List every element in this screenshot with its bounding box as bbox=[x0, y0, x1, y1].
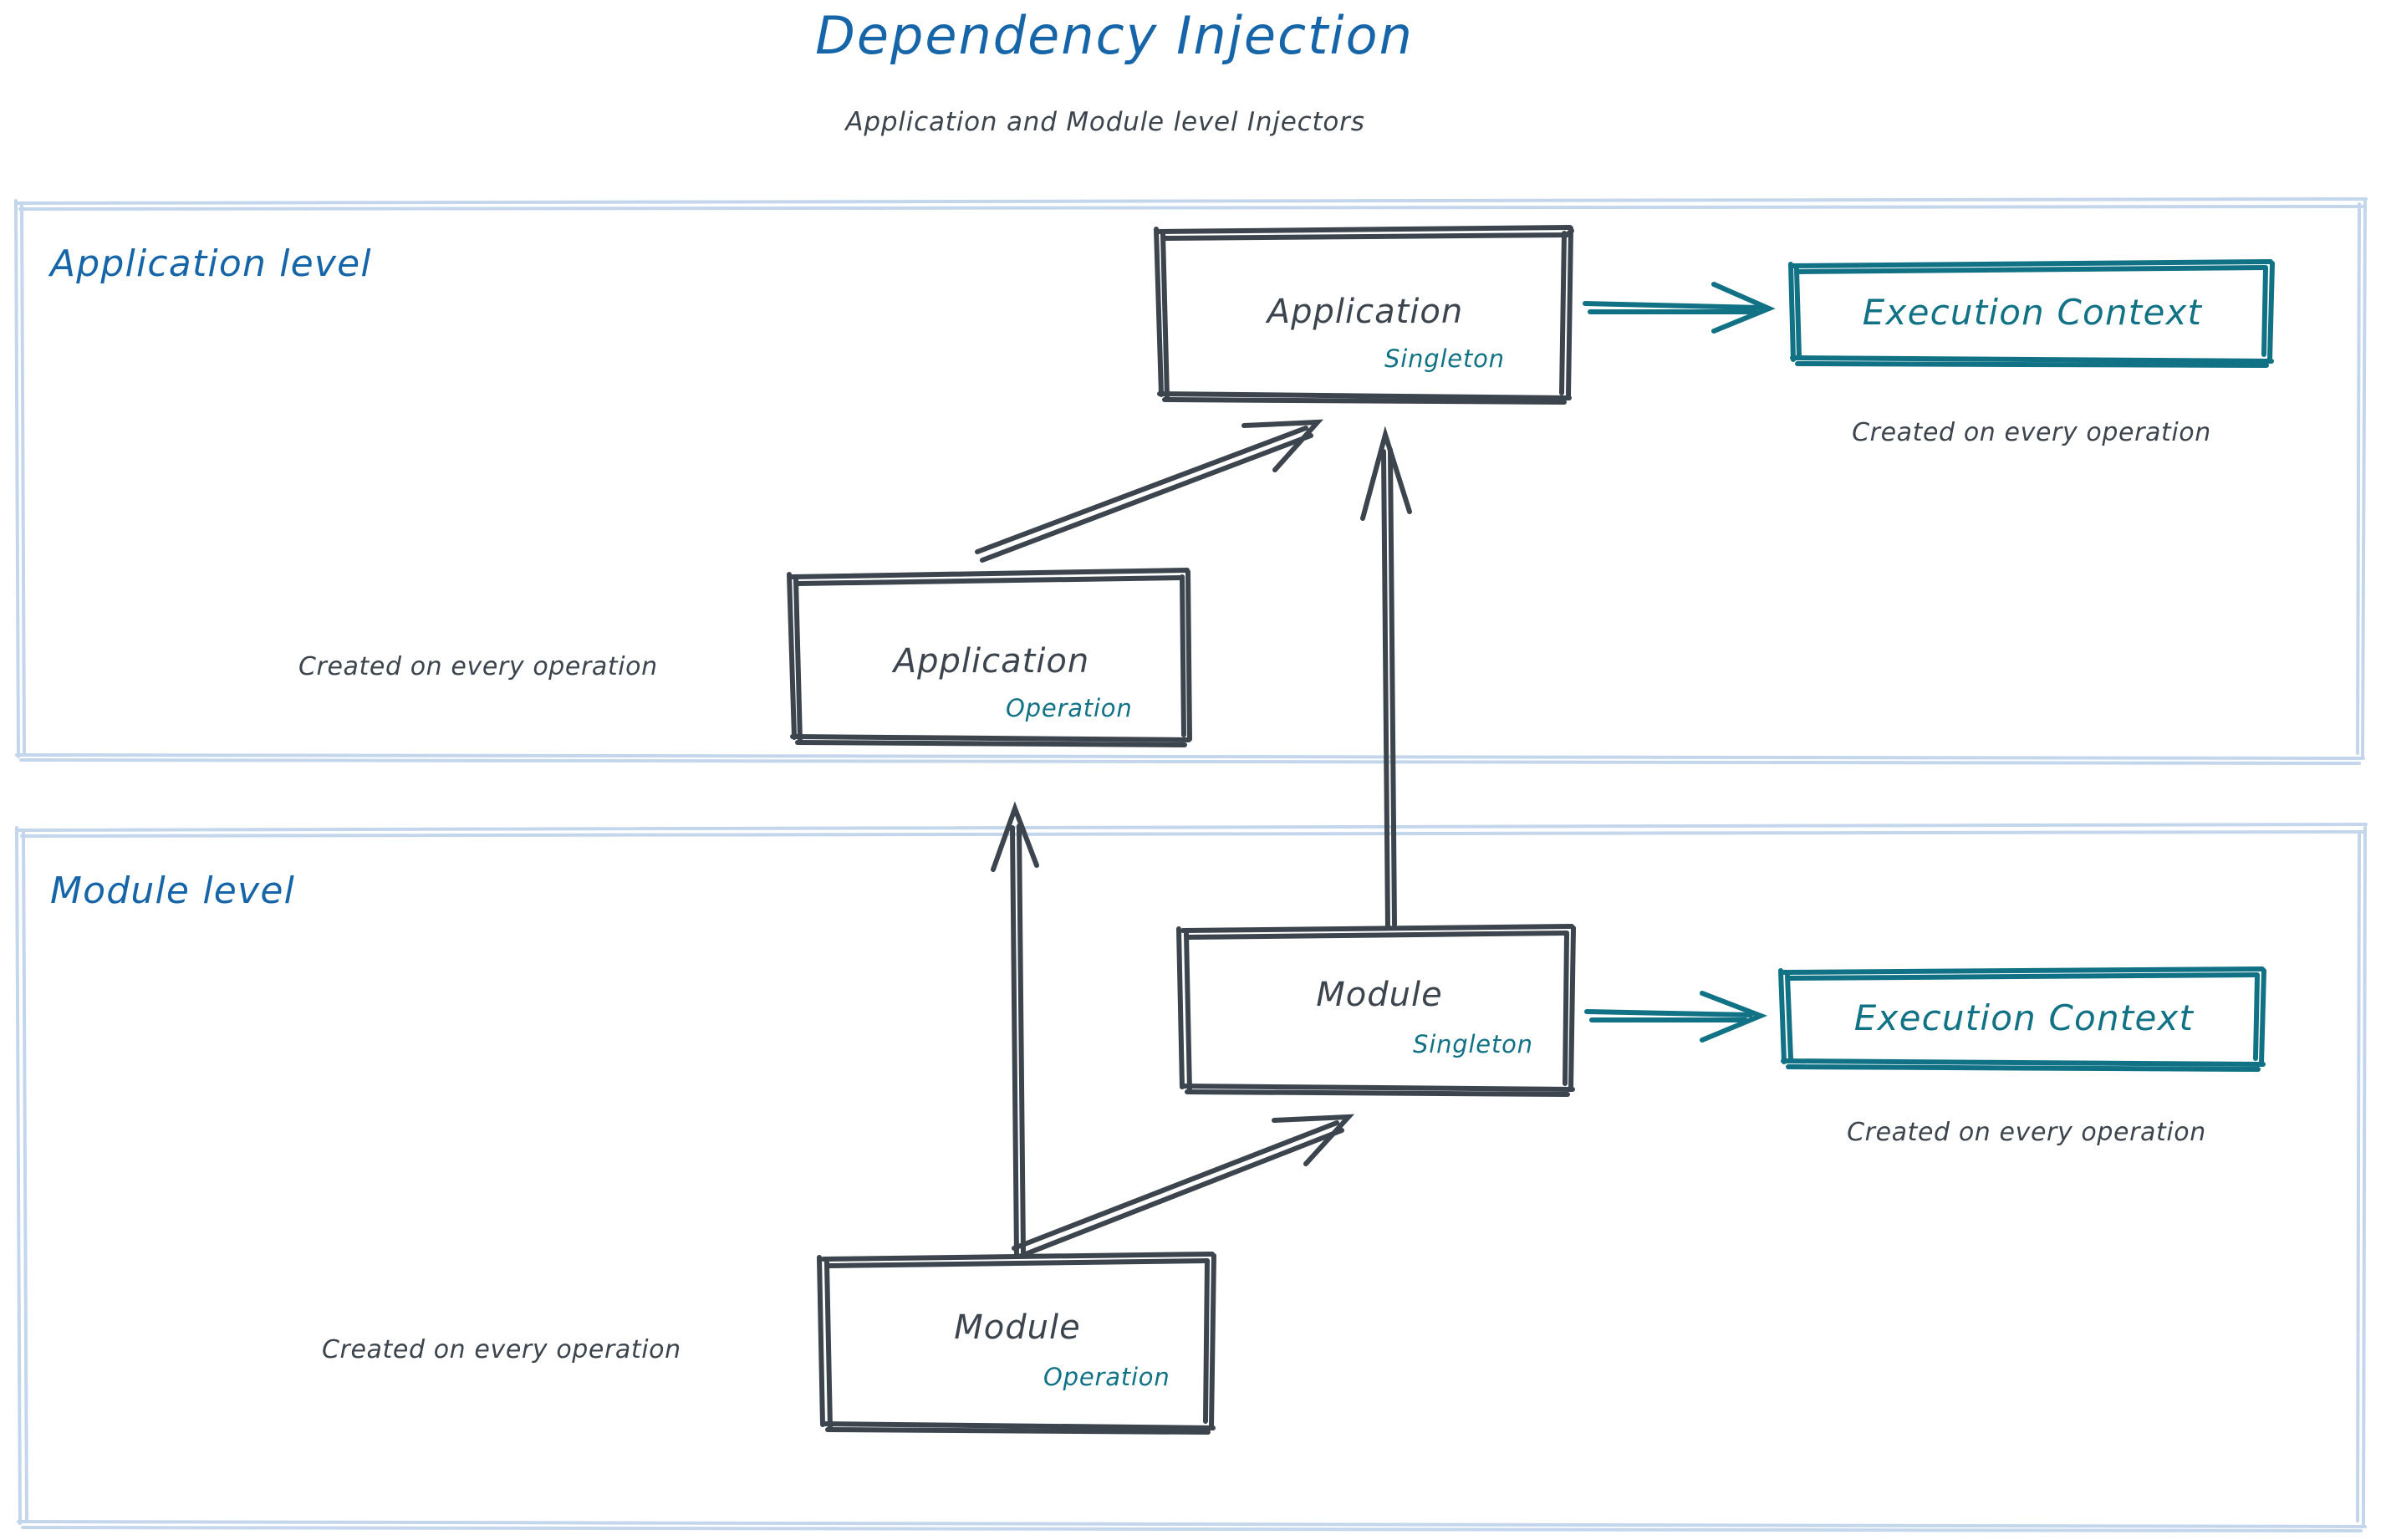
node-module-execution-context-shape[interactable] bbox=[1778, 966, 2266, 1072]
zone-label-application-level: Application level bbox=[50, 242, 372, 285]
page-title: Dependency Injection bbox=[815, 5, 1414, 66]
node-application-operation-title: Application bbox=[893, 642, 1090, 681]
node-application-singleton-shape[interactable] bbox=[1154, 225, 1574, 405]
edge-application-operation-to-singleton-shape bbox=[975, 419, 1323, 563]
caption-application-operation: Created on every operation bbox=[298, 652, 658, 681]
edge-application-to-execution-context-shape bbox=[1583, 282, 1776, 334]
node-application-singleton-title: Application bbox=[1267, 293, 1464, 331]
edge-module-operation-to-application-operation-shape bbox=[991, 801, 1039, 1259]
edge-module-operation-to-module-singleton-shape bbox=[1012, 1114, 1355, 1259]
edge-module-singleton-to-application-singleton-shape bbox=[1360, 426, 1412, 931]
node-module-operation-title: Module bbox=[954, 1308, 1081, 1347]
node-module-singleton-title: Module bbox=[1316, 976, 1443, 1014]
caption-application-execution-context: Created on every operation bbox=[1852, 418, 2211, 447]
node-application-execution-context-shape[interactable] bbox=[1788, 259, 2275, 368]
zone-module-level-border bbox=[15, 823, 2368, 1532]
node-module-singleton-scope: Singleton bbox=[1413, 1030, 1533, 1058]
node-application-execution-context-title: Execution Context bbox=[1862, 292, 2203, 333]
node-module-operation-scope: Operation bbox=[1043, 1363, 1170, 1391]
node-application-operation-scope: Operation bbox=[1006, 694, 1133, 722]
node-application-operation-shape[interactable] bbox=[787, 568, 1192, 747]
zone-label-module-level: Module level bbox=[50, 869, 296, 912]
node-application-singleton-scope: Singleton bbox=[1384, 344, 1505, 373]
page-subtitle: Application and Module level Injectors bbox=[845, 107, 1365, 137]
caption-module-operation: Created on every operation bbox=[322, 1335, 681, 1364]
edge-module-to-execution-context-shape bbox=[1584, 991, 1768, 1043]
node-module-execution-context-title: Execution Context bbox=[1853, 997, 2195, 1038]
zone-application-level-border bbox=[14, 197, 2368, 765]
node-module-singleton-shape[interactable] bbox=[1176, 924, 1576, 1097]
caption-module-execution-context: Created on every operation bbox=[1847, 1118, 2206, 1147]
